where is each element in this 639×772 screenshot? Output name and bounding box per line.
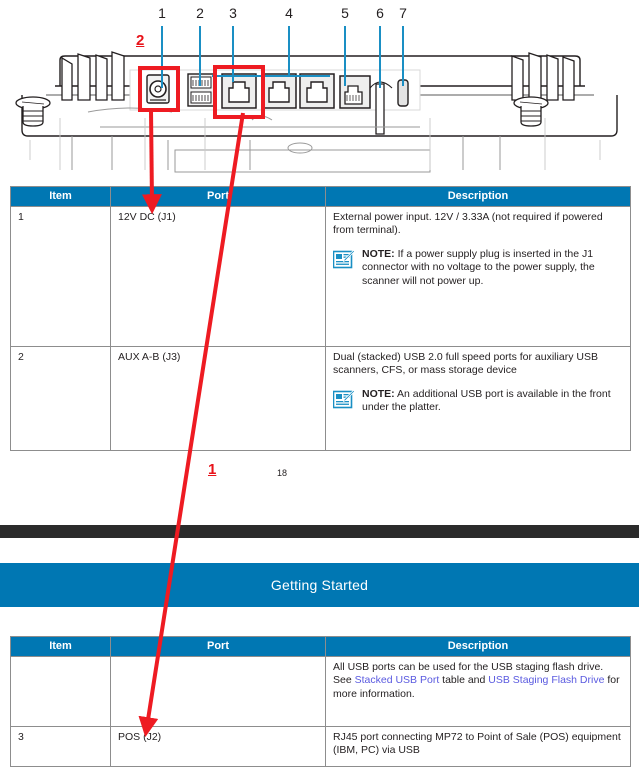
port-12v-dc	[146, 74, 170, 104]
port-group-rj45-pair	[261, 73, 335, 109]
column-header-port: Port	[110, 636, 326, 657]
description-text-part-3: for more information.	[333, 674, 620, 700]
description-text: External power input. 12V / 3.33A (not r…	[333, 211, 603, 237]
note-text: NOTE: If a power supply plug is inserted…	[362, 248, 623, 288]
scanner-line-drawing	[15, 26, 618, 173]
port-table-top: Item Port Description 1 12V DC (J1) Exte…	[10, 186, 631, 451]
column-header-item: Item	[10, 636, 111, 657]
callout-number-2: 2	[196, 5, 204, 21]
callout-number-6: 6	[376, 5, 384, 21]
note-label: NOTE:	[362, 387, 395, 400]
callout-number-3: 3	[229, 5, 237, 21]
table-row: All USB ports can be used for the USB st…	[10, 656, 631, 727]
note-body: An additional USB port is available in t…	[362, 387, 611, 414]
description-text-part-1: All USB ports can be used for the USB st…	[333, 661, 604, 687]
page-divider	[0, 525, 639, 538]
note-body: If a power supply plug is inserted in th…	[362, 247, 595, 287]
red-annotation-one: 1	[208, 461, 217, 478]
column-header-port: Port	[110, 186, 326, 207]
table-header-row: Item Port Description	[10, 636, 631, 657]
column-header-description: Description	[325, 186, 631, 207]
callout-number-5: 5	[341, 5, 349, 21]
cell-item	[10, 656, 111, 727]
table-row: 2 AUX A-B (J3) Dual (stacked) USB 2.0 fu…	[10, 346, 631, 451]
note-callout: NOTE: If a power supply plug is inserted…	[332, 248, 623, 288]
cell-port: POS (J2)	[110, 726, 326, 767]
section-title: Getting Started	[270, 577, 369, 593]
note-icon	[332, 389, 356, 410]
table-header-row: Item Port Description	[10, 186, 631, 207]
red-annotation-two: 2	[136, 32, 145, 49]
port-pos-rj45	[221, 73, 257, 109]
table-row: 3 POS (J2) RJ45 port connecting MP72 to …	[10, 726, 631, 767]
cell-port: 12V DC (J1)	[110, 206, 326, 347]
section-banner: Getting Started	[0, 563, 639, 607]
note-label: NOTE:	[362, 247, 395, 260]
callout-number-1: 1	[158, 5, 166, 21]
link-stacked-usb-port[interactable]: Stacked USB Port	[354, 674, 440, 687]
description-text-part-2: table and	[439, 674, 489, 687]
callout-number-4: 4	[285, 5, 293, 21]
cell-port	[110, 656, 326, 727]
note-callout: NOTE: An additional USB port is availabl…	[332, 388, 623, 415]
cell-description: Dual (stacked) USB 2.0 full speed ports …	[325, 346, 631, 451]
callout-number-7: 7	[399, 5, 407, 21]
cell-description: RJ45 port connecting MP72 to Point of Sa…	[325, 726, 631, 767]
table-row: 1 12V DC (J1) External power input. 12V …	[10, 206, 631, 347]
leader-lines	[161, 26, 404, 88]
column-header-description: Description	[325, 636, 631, 657]
note-text: NOTE: An additional USB port is availabl…	[362, 388, 623, 415]
scanner-rear-panel-figure: 1 2 3 4 5 6 7 2	[0, 0, 639, 180]
cell-item: 3	[10, 726, 111, 767]
description-text: Dual (stacked) USB 2.0 full speed ports …	[333, 351, 598, 377]
cell-port: AUX A-B (J3)	[110, 346, 326, 451]
page-number: 18	[277, 468, 288, 478]
cell-item: 1	[10, 206, 111, 347]
cell-item: 2	[10, 346, 111, 451]
column-header-item: Item	[10, 186, 111, 207]
note-icon	[332, 249, 356, 270]
port-table-bottom: Item Port Description All USB ports can …	[10, 636, 631, 767]
link-usb-staging-flash-drive[interactable]: USB Staging Flash Drive	[488, 674, 605, 687]
cell-description: External power input. 12V / 3.33A (not r…	[325, 206, 631, 347]
cell-description: All USB ports can be used for the USB st…	[325, 656, 631, 727]
